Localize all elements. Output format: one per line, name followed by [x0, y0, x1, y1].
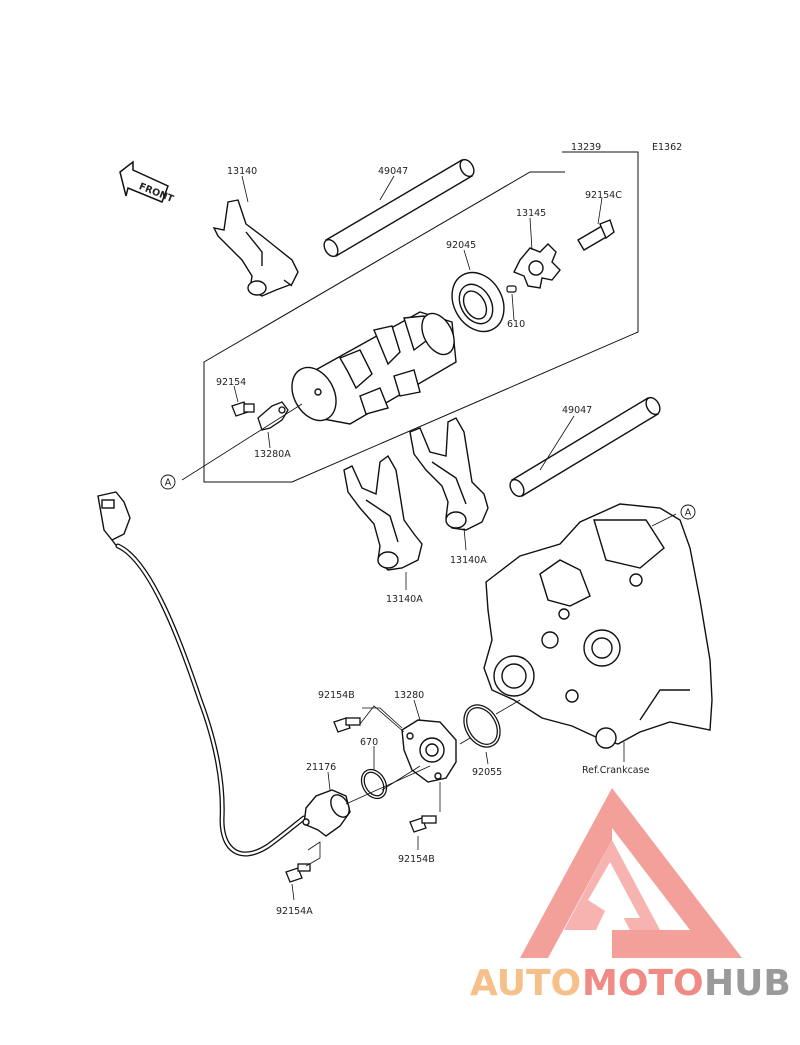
label-13140a-right: 13140A — [450, 555, 487, 566]
o-ring-92055 — [463, 704, 501, 748]
shift-fork-13140a-left — [343, 454, 423, 571]
label-13140a-left: 13140A — [386, 594, 423, 605]
callout-a-left: A — [160, 474, 176, 490]
label-92154a: 92154A — [276, 906, 313, 917]
callout-a-right: A — [680, 504, 696, 520]
watermark-text: AUTO MOTO HUB — [470, 963, 791, 1004]
leader-lines — [181, 175, 677, 901]
label-49047-mid: 49047 — [562, 405, 592, 416]
label-92045: 92045 — [446, 240, 476, 251]
bolt-92154a — [285, 863, 311, 883]
pin-610 — [506, 285, 517, 293]
bearing-92045 — [451, 271, 505, 333]
label-610: 610 — [507, 319, 525, 330]
shift-fork-13140 — [212, 199, 299, 297]
label-49047-top: 49047 — [378, 166, 408, 177]
svg-text:A: A — [685, 508, 692, 519]
shift-drum — [291, 311, 457, 425]
shift-rod-49047-mid — [509, 396, 661, 498]
label-670: 670 — [360, 737, 378, 748]
o-ring-670 — [360, 768, 388, 800]
label-13145: 13145 — [516, 208, 546, 219]
label-92154b-bottom: 92154B — [398, 854, 435, 865]
bolt-92154c — [577, 219, 615, 251]
sensor-harness — [115, 543, 307, 857]
label-92154b-top: 92154B — [318, 690, 355, 701]
watermark-auto: AUTO — [470, 963, 581, 1004]
label-13280a: 13280A — [254, 449, 291, 460]
label-21176: 21176 — [306, 762, 336, 773]
shift-fork-13140a-right — [409, 417, 489, 531]
label-92154: 92154 — [216, 377, 246, 388]
front-arrow-icon: FRONT — [119, 160, 175, 205]
label-13280: 13280 — [394, 690, 424, 701]
watermark-logo — [520, 788, 742, 958]
watermark-moto: MOTO — [582, 963, 704, 1004]
crankcase — [483, 503, 713, 749]
shift-drum-cam-13145 — [513, 243, 561, 289]
label-13239: 13239 — [571, 142, 601, 153]
sensor-connector — [97, 491, 131, 549]
label-92055: 92055 — [472, 767, 502, 778]
svg-text:A: A — [165, 478, 172, 489]
watermark-hub: HUB — [704, 963, 791, 1004]
label-ref-crankcase: Ref.Crankcase — [582, 765, 650, 776]
shift-rod-49047-top — [323, 158, 475, 258]
label-92154c: 92154C — [585, 190, 622, 201]
bolt-92154b-top — [333, 717, 361, 733]
label-13140: 13140 — [227, 166, 257, 177]
assembly-bracket-13239 — [203, 151, 639, 483]
bolt-92154b-bottom — [409, 815, 437, 833]
diagram-code: E1362 — [652, 142, 682, 153]
sensor-housing-13280 — [401, 719, 457, 783]
bolt-92154 — [231, 401, 255, 417]
gear-position-sensor-21176 — [302, 789, 351, 837]
